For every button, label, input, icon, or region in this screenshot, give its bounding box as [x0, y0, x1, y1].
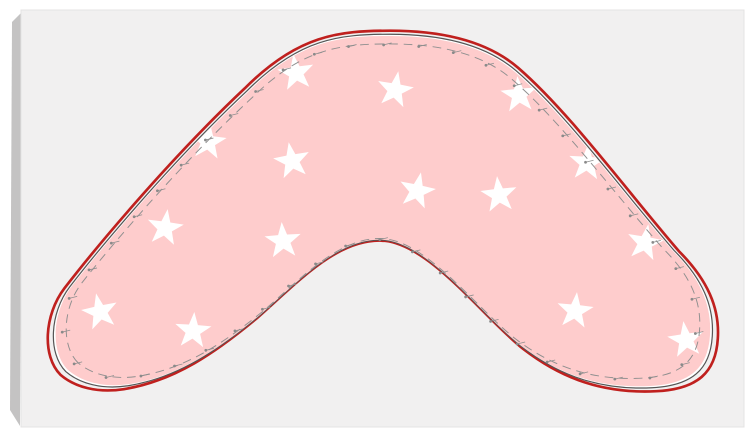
pin	[584, 159, 594, 164]
pin	[674, 266, 684, 270]
pin	[132, 214, 143, 219]
pin	[139, 373, 150, 378]
pin	[281, 67, 292, 72]
pin	[156, 188, 166, 193]
pin	[72, 361, 83, 366]
pin	[312, 51, 323, 56]
pin	[378, 237, 388, 242]
pin	[104, 375, 115, 379]
pin	[693, 331, 704, 335]
pin	[254, 89, 264, 93]
pin	[680, 362, 690, 367]
pin	[648, 375, 659, 380]
pin	[417, 44, 427, 48]
pin	[690, 296, 701, 301]
pin	[60, 329, 71, 334]
pin	[613, 376, 623, 381]
pin	[173, 363, 183, 368]
pin	[464, 294, 474, 299]
pin	[578, 371, 589, 376]
pin	[67, 296, 78, 300]
pin	[287, 283, 297, 288]
pin	[489, 318, 499, 323]
pin	[628, 213, 639, 218]
pin	[606, 186, 617, 191]
pin	[233, 328, 244, 333]
pin	[382, 42, 392, 47]
pin	[484, 62, 495, 67]
pin	[545, 359, 556, 364]
pin	[261, 306, 271, 311]
pin	[410, 249, 421, 254]
pin	[204, 347, 214, 352]
pin	[438, 270, 449, 275]
pin	[344, 243, 354, 248]
pin	[179, 162, 190, 167]
pin	[314, 261, 324, 266]
pin	[451, 50, 462, 55]
pin	[347, 44, 357, 48]
board-shadow	[10, 12, 22, 426]
pin	[204, 137, 214, 142]
pin	[87, 267, 98, 272]
pins	[60, 42, 704, 381]
pin	[515, 341, 526, 346]
pin	[228, 113, 239, 117]
pin	[561, 133, 571, 138]
pin	[512, 83, 523, 88]
pin	[109, 240, 120, 245]
pin	[537, 107, 548, 112]
pin	[651, 240, 661, 244]
